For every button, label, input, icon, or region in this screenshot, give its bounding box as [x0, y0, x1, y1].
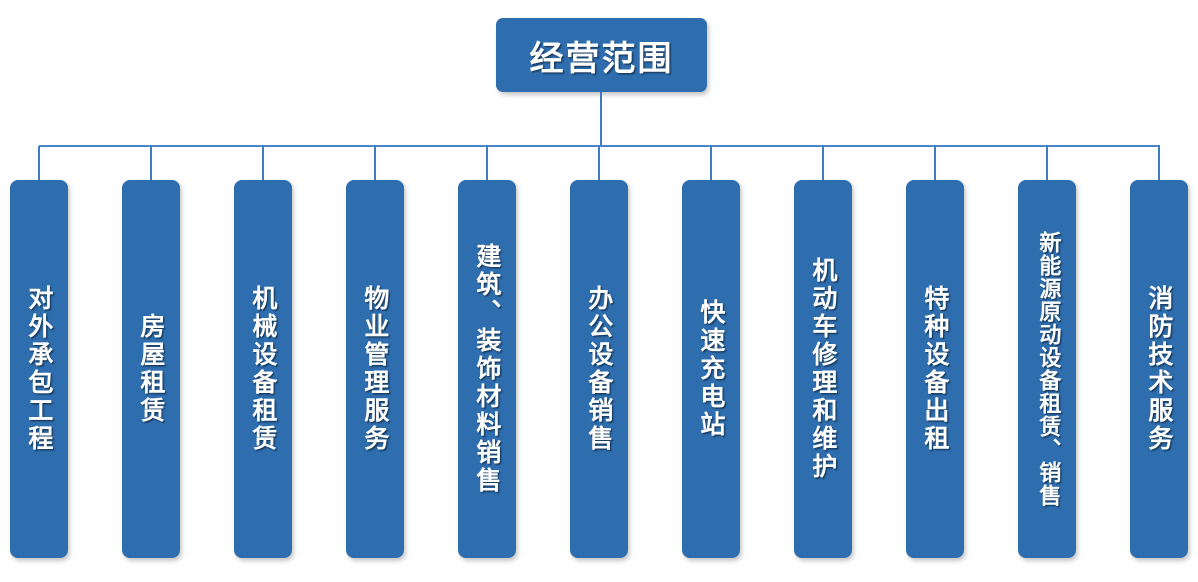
- leaf-node-6[interactable]: 办公设备销售: [570, 180, 628, 558]
- leaf-node-3[interactable]: 机械设备租赁: [234, 180, 292, 558]
- leaf-node-label-7: 快速充电站: [696, 299, 726, 439]
- leaf-node-8[interactable]: 机动车修理和维护: [794, 180, 852, 558]
- connector-drop-8: [822, 146, 824, 180]
- root-node[interactable]: 经营范围: [496, 18, 707, 92]
- connector-drop-7: [710, 146, 712, 180]
- connector-drop-1: [38, 146, 40, 180]
- leaf-node-2[interactable]: 房屋租赁: [122, 180, 180, 558]
- connector-drop-2: [150, 146, 152, 180]
- leaf-node-10[interactable]: 新能源原动设备租赁、销售: [1018, 180, 1076, 558]
- leaf-node-label-4: 物业管理服务: [360, 285, 390, 453]
- leaf-node-11[interactable]: 消防技术服务: [1130, 180, 1188, 558]
- connector-drop-5: [486, 146, 488, 180]
- leaf-node-label-5: 建筑、装饰材料销售: [472, 243, 502, 495]
- leaf-node-label-8: 机动车修理和维护: [808, 257, 838, 481]
- leaf-node-label-6: 办公设备销售: [584, 285, 614, 453]
- connector-drop-3: [262, 146, 264, 180]
- leaf-node-label-3: 机械设备租赁: [248, 285, 278, 453]
- connector-drop-11: [1158, 146, 1160, 180]
- leaf-node-label-9: 特种设备出租: [920, 285, 950, 453]
- connector-trunk-vertical: [600, 92, 602, 146]
- leaf-node-4[interactable]: 物业管理服务: [346, 180, 404, 558]
- connector-drop-4: [374, 146, 376, 180]
- leaf-node-label-2: 房屋租赁: [136, 313, 166, 425]
- connector-drop-9: [934, 146, 936, 180]
- leaf-node-label-11: 消防技术服务: [1144, 285, 1174, 453]
- leaf-node-1[interactable]: 对外承包工程: [10, 180, 68, 558]
- leaf-node-7[interactable]: 快速充电站: [682, 180, 740, 558]
- leaf-node-label-1: 对外承包工程: [24, 285, 54, 453]
- connector-drop-10: [1046, 146, 1048, 180]
- connector-drop-6: [598, 146, 600, 180]
- leaf-node-5[interactable]: 建筑、装饰材料销售: [458, 180, 516, 558]
- root-node-label: 经营范围: [529, 38, 674, 79]
- leaf-node-9[interactable]: 特种设备出租: [906, 180, 964, 558]
- leaf-node-label-10: 新能源原动设备租赁、销售: [1035, 231, 1061, 507]
